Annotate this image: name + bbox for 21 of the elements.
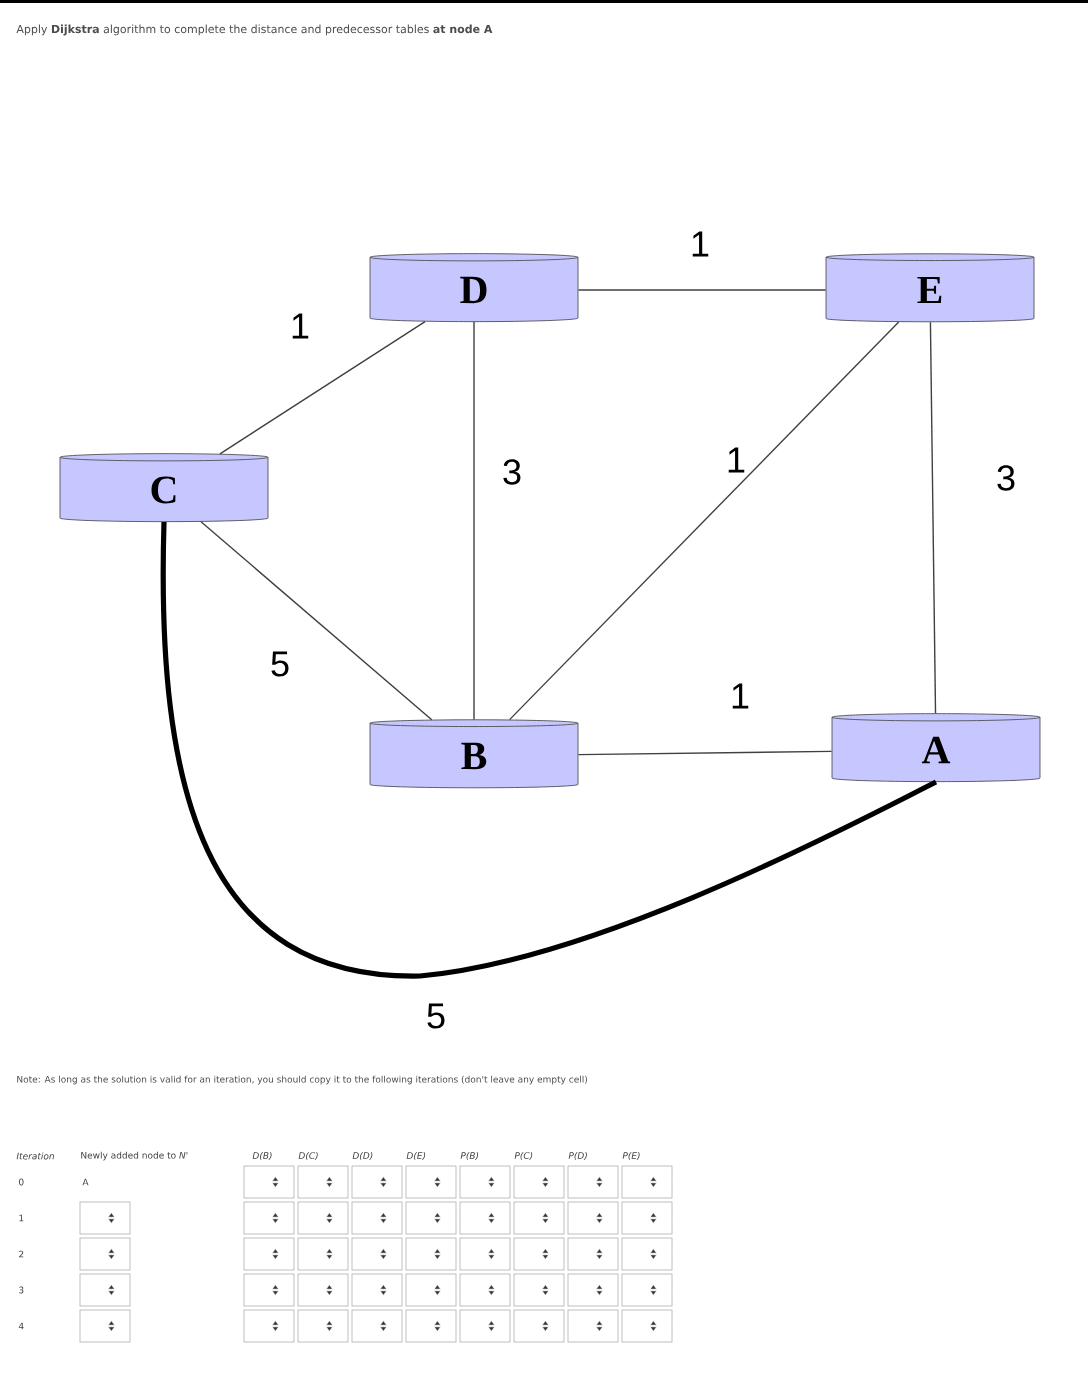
connection-line bbox=[577, 750, 833, 756]
connection-line bbox=[219, 320, 426, 455]
weight-label: 1 bbox=[292, 313, 309, 339]
router-node: E bbox=[825, 253, 1035, 323]
weight-label: 5 bbox=[271, 651, 289, 677]
connection-line bbox=[508, 321, 900, 721]
weight-label: 1 bbox=[732, 683, 749, 709]
router-node: B bbox=[369, 719, 579, 789]
weight-label: 1 bbox=[692, 231, 709, 257]
weight-label: 5 bbox=[427, 1003, 445, 1029]
connection-line bbox=[200, 521, 433, 721]
connection-line bbox=[473, 321, 475, 721]
router-node: A bbox=[831, 713, 1041, 783]
connection-line bbox=[577, 289, 827, 291]
connection-line bbox=[160, 522, 938, 979]
weight-label: 3 bbox=[503, 459, 521, 485]
weight-label: 1 bbox=[728, 447, 745, 473]
router-node: D bbox=[369, 253, 579, 323]
router-node: C bbox=[59, 453, 269, 523]
connection-line bbox=[929, 321, 937, 714]
weight-label: 3 bbox=[997, 465, 1015, 491]
